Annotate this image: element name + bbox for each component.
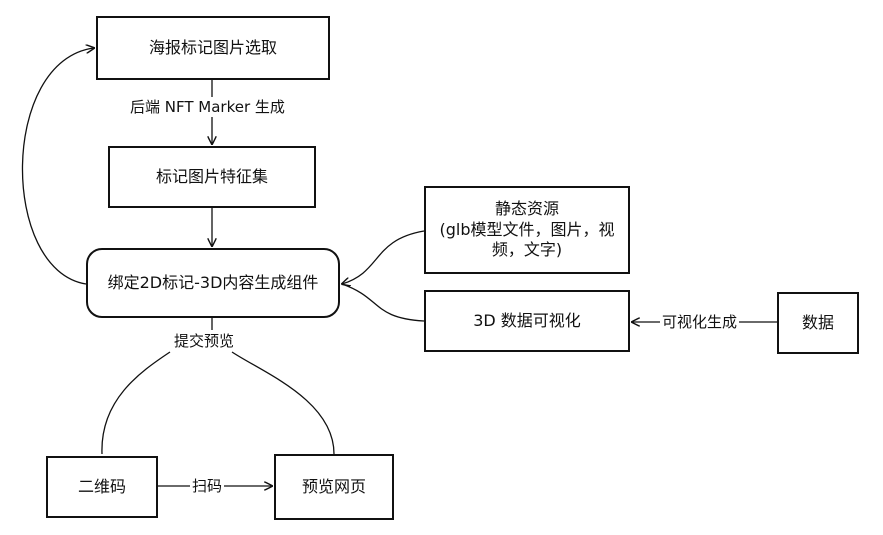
edge-label-backend-nft: 后端 NFT Marker 生成 [128,97,287,117]
node-qrcode-label: 二维码 [77,476,126,496]
node-feature-set-label: 标记图片特征集 [155,166,268,186]
node-3d-viz-label: 3D 数据可视化 [473,310,581,330]
node-poster-select-label: 海报标记图片选取 [148,37,277,57]
node-feature-set: 标记图片特征集 [108,146,316,208]
edge-label-submit-preview: 提交预览 [172,331,237,351]
edge-label-viz-generate: 可视化生成 [660,312,740,332]
edge-label-scan: 扫码 [190,476,225,496]
node-static-resources-line3: 频，文字) [491,240,563,260]
edge-viz-to-bind [341,283,425,322]
node-static-resources-line2: (glb模型文件，图片，视 [439,219,615,239]
node-bind-component: 绑定2D标记-3D内容生成组件 [86,248,340,318]
edge-bind-to-qrcode [101,318,213,455]
node-3d-viz: 3D 数据可视化 [424,290,630,352]
edge-static-to-bind [342,230,425,284]
node-preview-page: 预览网页 [274,454,394,520]
edge-bind-to-preview [231,351,335,455]
node-qrcode: 二维码 [46,456,158,518]
node-preview-page-label: 预览网页 [301,476,366,496]
edge-bind-to-poster-loop [21,48,94,285]
node-data-label: 数据 [801,312,834,332]
node-static-resources-line1: 静态资源 [494,198,559,218]
node-poster-select: 海报标记图片选取 [96,16,330,80]
node-static-resources: 静态资源 (glb模型文件，图片，视 频，文字) [424,186,630,274]
node-data: 数据 [777,292,859,354]
node-bind-component-label: 绑定2D标记-3D内容生成组件 [107,272,319,292]
